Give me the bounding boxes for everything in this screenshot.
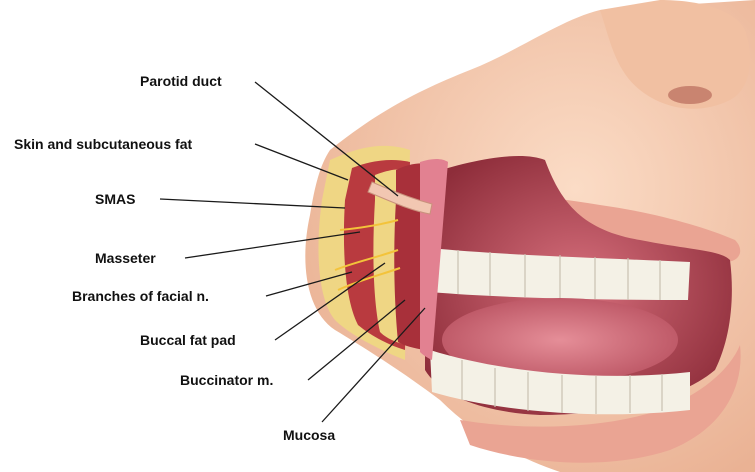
label-parotid-duct: Parotid duct <box>140 73 222 89</box>
label-smas: SMAS <box>95 191 135 207</box>
label-mucosa: Mucosa <box>283 427 335 443</box>
label-masseter: Masseter <box>95 250 156 266</box>
nostril <box>668 86 712 104</box>
label-facial-branches: Branches of facial n. <box>72 288 209 304</box>
label-buccinator: Buccinator m. <box>180 372 273 388</box>
label-skin-fat: Skin and subcutaneous fat <box>14 136 192 152</box>
label-buccal-fat: Buccal fat pad <box>140 332 236 348</box>
